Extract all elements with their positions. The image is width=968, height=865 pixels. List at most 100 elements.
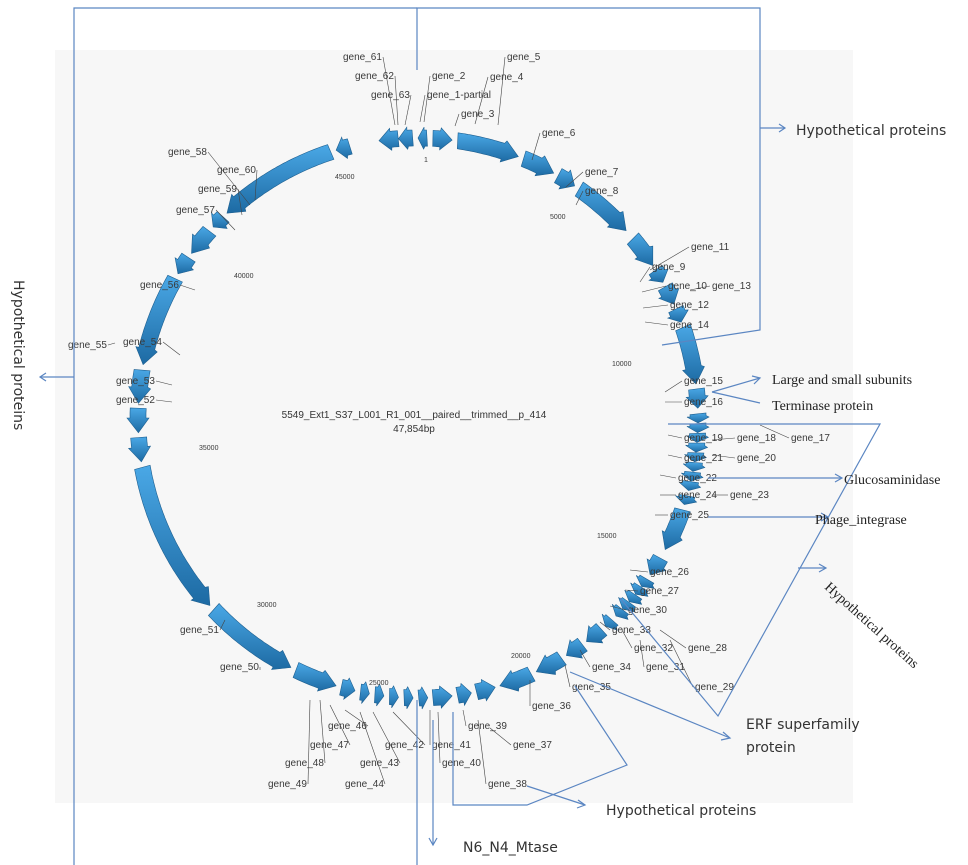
genome-size: 47,854bp bbox=[393, 424, 435, 435]
bracket-hyp-bottom bbox=[452, 685, 628, 806]
gene-label: gene_57 bbox=[176, 205, 215, 216]
gene-label: gene_33 bbox=[612, 625, 651, 636]
leader-line bbox=[462, 709, 467, 727]
arrowhead-hyp-right bbox=[818, 563, 828, 573]
gene-arrow bbox=[626, 232, 654, 266]
leader-line bbox=[667, 454, 683, 459]
gene-label: gene_55 bbox=[68, 340, 107, 351]
leader-line bbox=[624, 589, 639, 592]
gene-label: gene_50 bbox=[220, 662, 259, 673]
annotation-erf-1: ERF superfamily bbox=[746, 717, 860, 733]
gene-arrow bbox=[624, 589, 643, 605]
gene-arrow bbox=[553, 168, 575, 190]
gene-arrow bbox=[417, 126, 428, 150]
gene-label: gene_26 bbox=[650, 567, 689, 578]
leader-line bbox=[575, 190, 584, 206]
arrow-hyp-bottom bbox=[526, 785, 586, 806]
gene-label: gene_5 bbox=[507, 52, 541, 63]
gene-label: gene_9 bbox=[652, 262, 686, 273]
leader-line bbox=[219, 619, 226, 631]
gene-label: gene_6 bbox=[542, 128, 576, 139]
arrowhead-terminase bbox=[751, 375, 762, 385]
gene-arrow bbox=[635, 574, 655, 589]
tick-45000: 45000 bbox=[335, 174, 355, 181]
arrowhead-glucosaminidase bbox=[834, 473, 844, 483]
leader-line bbox=[423, 75, 431, 123]
tick-10000: 10000 bbox=[612, 361, 632, 368]
gene-arrow bbox=[335, 136, 353, 159]
gene-arrow bbox=[128, 369, 152, 404]
gene-label: gene_18 bbox=[737, 433, 776, 444]
leader-line bbox=[359, 711, 386, 785]
leader-line bbox=[711, 437, 736, 441]
gene-label: gene_24 bbox=[678, 490, 717, 501]
tick-30000: 30000 bbox=[257, 602, 277, 609]
gene-arrow bbox=[374, 683, 385, 707]
gene-label: gene_63 bbox=[371, 90, 410, 101]
gene-label: gene_8 bbox=[585, 186, 619, 197]
gene-arrow bbox=[226, 144, 335, 214]
leader-line bbox=[659, 629, 687, 649]
leader-line bbox=[759, 424, 790, 439]
gene-arrow bbox=[455, 682, 472, 707]
gene-arrow bbox=[686, 432, 710, 443]
gene-label: gene_51 bbox=[180, 625, 219, 636]
leader-line bbox=[497, 56, 506, 126]
leader-line bbox=[215, 209, 236, 231]
gene-label: gene_61 bbox=[343, 52, 382, 63]
gene-label: gene_11 bbox=[691, 242, 730, 253]
gene-label: gene_19 bbox=[684, 433, 723, 444]
gene-arrow bbox=[566, 637, 588, 659]
gene-arrow bbox=[648, 264, 669, 283]
leader-line bbox=[419, 94, 426, 123]
gene-arrow bbox=[535, 651, 567, 675]
annotation-terminase-1: Large and small subunits bbox=[772, 373, 912, 388]
leader-line bbox=[641, 285, 667, 293]
gene-arrow bbox=[630, 582, 649, 597]
gene-label: gene_35 bbox=[572, 682, 611, 693]
gene-arrow bbox=[135, 274, 183, 366]
leader-line bbox=[372, 711, 401, 764]
gene-arrow bbox=[432, 127, 453, 151]
gene-arrow bbox=[126, 407, 150, 434]
gene-arrow bbox=[456, 132, 519, 163]
leader-line bbox=[319, 699, 326, 764]
leader-line bbox=[382, 56, 396, 126]
annotation-erf-2: protein bbox=[746, 740, 796, 756]
gene-arrow bbox=[601, 613, 619, 631]
map-canvas bbox=[55, 50, 853, 803]
leader-line bbox=[664, 380, 683, 393]
tick-20000: 20000 bbox=[511, 653, 531, 660]
gene-label: gene_7 bbox=[585, 167, 619, 178]
tick-15000: 15000 bbox=[597, 533, 617, 540]
gene-label: gene_10 bbox=[668, 281, 707, 292]
gene-arrow bbox=[661, 507, 691, 550]
gene-label: gene_20 bbox=[737, 453, 776, 464]
arrowhead-hyp-top-right bbox=[778, 123, 787, 133]
leader-line bbox=[621, 629, 633, 649]
gene-label: gene_21 bbox=[684, 453, 723, 464]
leader-line bbox=[437, 711, 441, 764]
gene-label: gene_39 bbox=[468, 721, 507, 732]
leader-line bbox=[329, 704, 351, 746]
annotation-hyp-left: Hypothetical proteins bbox=[10, 280, 26, 430]
gene-label: gene_31 bbox=[646, 662, 685, 673]
leader-line bbox=[477, 719, 487, 785]
gene-label: gene_27 bbox=[640, 586, 679, 597]
leader-line bbox=[254, 169, 258, 201]
gene-arrow bbox=[681, 470, 704, 482]
leader-line bbox=[639, 639, 645, 668]
annotation-brackets bbox=[38, 7, 882, 865]
leader-line bbox=[565, 171, 584, 188]
bracket-hyp-left bbox=[73, 7, 417, 865]
leader-line bbox=[609, 605, 627, 611]
gene-arrow bbox=[499, 666, 536, 692]
leader-line bbox=[489, 727, 512, 746]
gene-arrow bbox=[685, 442, 709, 453]
gene-arrow bbox=[191, 225, 217, 254]
gene-label: gene_28 bbox=[688, 643, 727, 654]
annotation-mtase: N6_N4_Mtase bbox=[463, 840, 558, 856]
leader-line bbox=[711, 454, 736, 459]
arrow-terminase-2 bbox=[711, 391, 761, 404]
leader-line bbox=[392, 711, 426, 746]
